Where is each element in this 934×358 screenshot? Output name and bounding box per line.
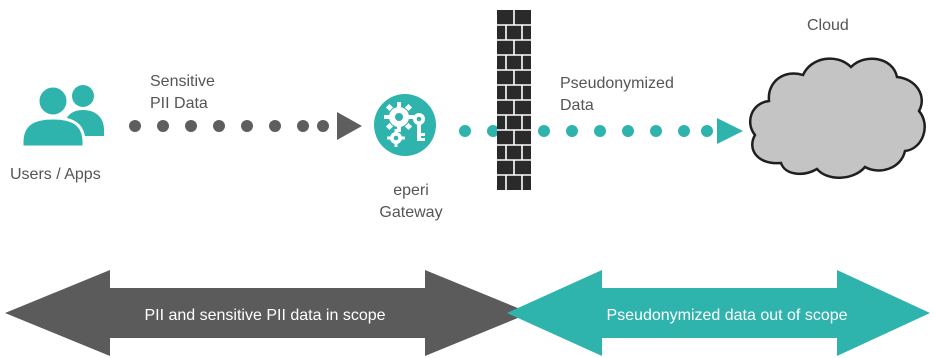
users-icon bbox=[20, 84, 104, 149]
out-of-scope-arrow-label: Pseudonymized data out of scope bbox=[606, 307, 848, 324]
pseudonymized-data-label: Pseudonymized Data bbox=[560, 73, 674, 117]
gateway-label-line1: eperi bbox=[393, 182, 429, 199]
in-scope-arrow-label: PII and sensitive PII data in scope bbox=[144, 307, 386, 324]
sensitive-data-flow-arrow bbox=[129, 112, 362, 140]
cloud-label: Cloud bbox=[807, 17, 849, 34]
pseudonymized-label-line2: Data bbox=[560, 97, 594, 114]
pseudonymized-label-line1: Pseudonymized bbox=[560, 75, 674, 92]
out-of-scope-double-arrow bbox=[507, 270, 930, 356]
sensitive-label-line2: PII Data bbox=[150, 95, 208, 112]
gateway-gears-key-icon bbox=[374, 94, 436, 156]
in-scope-double-arrow bbox=[5, 270, 530, 356]
gateway-label: eperi Gateway bbox=[376, 180, 446, 224]
cloud-icon bbox=[749, 57, 926, 179]
sensitive-label-line1: Sensitive bbox=[150, 73, 215, 90]
brick-wall-icon bbox=[497, 10, 531, 190]
sensitive-pii-label: Sensitive PII Data bbox=[150, 71, 215, 115]
pseudonymized-data-flow-arrow bbox=[459, 118, 743, 144]
users-label: Users / Apps bbox=[10, 166, 101, 183]
gateway-label-line2: Gateway bbox=[379, 204, 443, 221]
